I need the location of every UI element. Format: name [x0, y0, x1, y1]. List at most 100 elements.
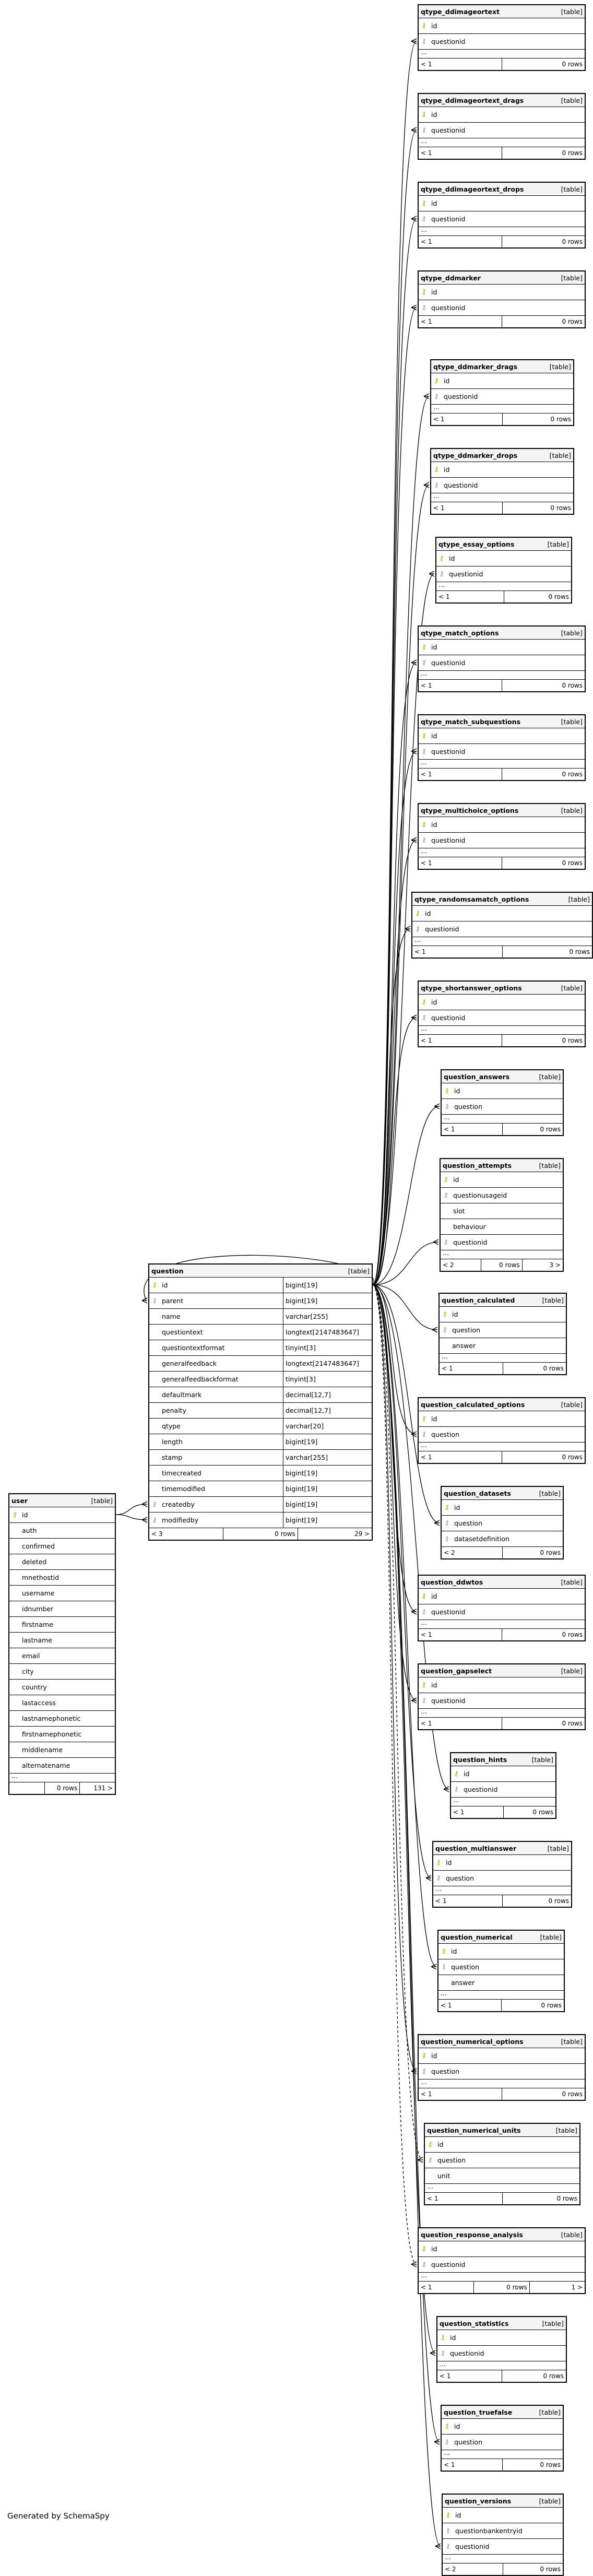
column-row[interactable]: firstname	[9, 1617, 115, 1633]
column-row[interactable]: ⚷id	[441, 1172, 563, 1188]
column-row[interactable]: alternatename	[9, 1758, 115, 1774]
column-row[interactable]: ⚷id	[443, 2508, 563, 2523]
table-question-numerical-options[interactable]: question_numerical_options[table]⚷id⚷que…	[418, 2034, 586, 2101]
table-name[interactable]: question_datasets	[444, 1489, 511, 1497]
parents-count[interactable]: < 1	[421, 1037, 432, 1044]
parents-count[interactable]: < 1	[421, 238, 432, 245]
table-name[interactable]: qtype_randomsamatch_options	[414, 895, 529, 903]
parents-count[interactable]: < 1	[444, 1126, 455, 1133]
column-row[interactable]: ⚷id	[419, 995, 585, 1010]
table-name[interactable]: question_answers	[444, 1072, 510, 1081]
parents-count[interactable]: < 1	[421, 149, 432, 157]
table-question-answers[interactable]: question_answers[table]⚷id⚷question...< …	[441, 1069, 564, 1136]
column-row[interactable]: ⚷questionid	[419, 744, 585, 760]
column-row[interactable]: ⚷datasetdefinition	[442, 1531, 563, 1547]
children-count[interactable]: 3 >	[521, 1259, 563, 1271]
table-name[interactable]: question_calculated	[442, 1296, 515, 1304]
column-row[interactable]: ⚷questionid	[436, 566, 571, 582]
column-row[interactable]: ⚷questionid	[419, 655, 585, 671]
column-row[interactable]: ⚷questionid	[419, 1010, 585, 1026]
parents-count[interactable]: < 1	[421, 1454, 432, 1461]
column-row[interactable]: ⚷id	[419, 196, 585, 211]
parents-count[interactable]: < 1	[440, 2372, 451, 2380]
table-qtype-match-subquestions[interactable]: qtype_match_subquestions[table]⚷id⚷quest…	[418, 714, 586, 781]
column-row[interactable]: ⚷id	[419, 107, 585, 123]
column-row[interactable]: ⚷questionid	[451, 1782, 555, 1798]
table-question-gapselect[interactable]: question_gapselect[table]⚷id⚷questionid.…	[418, 1663, 586, 1730]
column-row[interactable]: lastnamephonetic	[9, 1711, 115, 1727]
table-qtype-randomsamatch-options[interactable]: qtype_randomsamatch_options[table]⚷id⚷qu…	[411, 892, 593, 959]
parents-count[interactable]: < 1	[438, 593, 450, 600]
table-name[interactable]: qtype_multichoice_options	[421, 806, 519, 814]
column-row[interactable]: ⚷id	[451, 1766, 555, 1782]
column-row[interactable]: ⚷id	[442, 1083, 563, 1099]
table-name[interactable]: qtype_ddmarker	[421, 274, 481, 282]
column-row[interactable]: lastname	[9, 1633, 115, 1648]
table-name[interactable]: question_truefalse	[444, 2408, 513, 2416]
column-row[interactable]: ⚷id	[419, 2241, 585, 2257]
parents-count[interactable]: < 1	[421, 859, 432, 867]
table-qtype-ddimageortext-drops[interactable]: qtype_ddimageortext_drops[table]⚷id⚷ques…	[418, 182, 586, 249]
column-row[interactable]: ⚷id	[419, 817, 585, 833]
column-row[interactable]: ⚷id	[437, 2330, 566, 2346]
column-row[interactable]: deleted	[9, 1554, 115, 1570]
column-row[interactable]: ⚷question	[419, 2064, 585, 2079]
parents-count[interactable]: < 1	[433, 504, 445, 512]
column-row[interactable]: ⚷questionid	[431, 389, 573, 405]
table-question-truefalse[interactable]: question_truefalse[table]⚷id⚷question...…	[441, 2405, 564, 2472]
column-row[interactable]: ⚷questionid	[419, 1604, 585, 1620]
column-row[interactable]: answer	[440, 1338, 566, 1354]
table-name[interactable]: question	[151, 1267, 184, 1275]
column-row[interactable]: slot	[441, 1203, 563, 1219]
table-question-datasets[interactable]: question_datasets[table]⚷id⚷question⚷dat…	[441, 1486, 564, 1559]
parents-count[interactable]: < 1	[421, 1720, 432, 1727]
column-row[interactable]: auth	[9, 1523, 115, 1539]
table-name[interactable]: question_numerical_options	[421, 2037, 524, 2046]
column-row[interactable]: ⚷questionid	[419, 2257, 585, 2273]
column-row[interactable]: ⚷questionid	[419, 833, 585, 848]
parents-count[interactable]: < 1	[414, 948, 426, 955]
column-row[interactable]: ⚷question	[442, 2435, 563, 2450]
table-qtype-ddimageortext[interactable]: qtype_ddimageortext[table]⚷id⚷questionid…	[418, 4, 586, 71]
column-row[interactable]: ⚷questionbankentryid	[443, 2523, 563, 2539]
column-row[interactable]: ⚷questionid	[419, 123, 585, 138]
parents-count[interactable]: < 1	[435, 1897, 447, 1905]
table-name[interactable]: qtype_ddmarker_drags	[433, 362, 518, 371]
table-qtype-ddmarker-drags[interactable]: qtype_ddmarker_drags[table]⚷id⚷questioni…	[430, 359, 574, 426]
table-name[interactable]: question_multianswer	[435, 1844, 517, 1852]
column-row[interactable]: username	[9, 1586, 115, 1601]
parents-count[interactable]: < 1	[421, 318, 432, 325]
table-name[interactable]: question_ddwtos	[421, 1578, 483, 1586]
table-qtype-match-options[interactable]: qtype_match_options[table]⚷id⚷questionid…	[418, 625, 586, 692]
table-name[interactable]: qtype_ddimageortext_drags	[421, 96, 524, 104]
table-name[interactable]: question_numerical	[441, 1933, 513, 1941]
table-name[interactable]: question_versions	[445, 2497, 512, 2505]
parents-count[interactable]: < 2	[443, 1261, 454, 1269]
column-row[interactable]: idnumber	[9, 1601, 115, 1617]
table-name[interactable]: question_hints	[453, 1755, 507, 1764]
column-row[interactable]: mnethostid	[9, 1570, 115, 1586]
table-name[interactable]: question_gapselect	[421, 1667, 492, 1675]
table-name[interactable]: qtype_shortanswer_options	[421, 984, 522, 992]
table-question-hints[interactable]: question_hints[table]⚷id⚷questionid...< …	[450, 1752, 556, 1819]
table-name[interactable]: qtype_ddimageortext	[421, 7, 500, 16]
column-row[interactable]: ⚷id	[438, 1944, 564, 1959]
column-row[interactable]: ⚷id	[440, 1307, 566, 1322]
table-question-response-analysis[interactable]: question_response_analysis[table]⚷id⚷que…	[418, 2227, 586, 2294]
column-row[interactable]: ⚷questionid	[431, 478, 573, 493]
column-row[interactable]: ⚷id	[419, 1589, 585, 1604]
table-name[interactable]: question_calculated_options	[421, 1400, 525, 1409]
